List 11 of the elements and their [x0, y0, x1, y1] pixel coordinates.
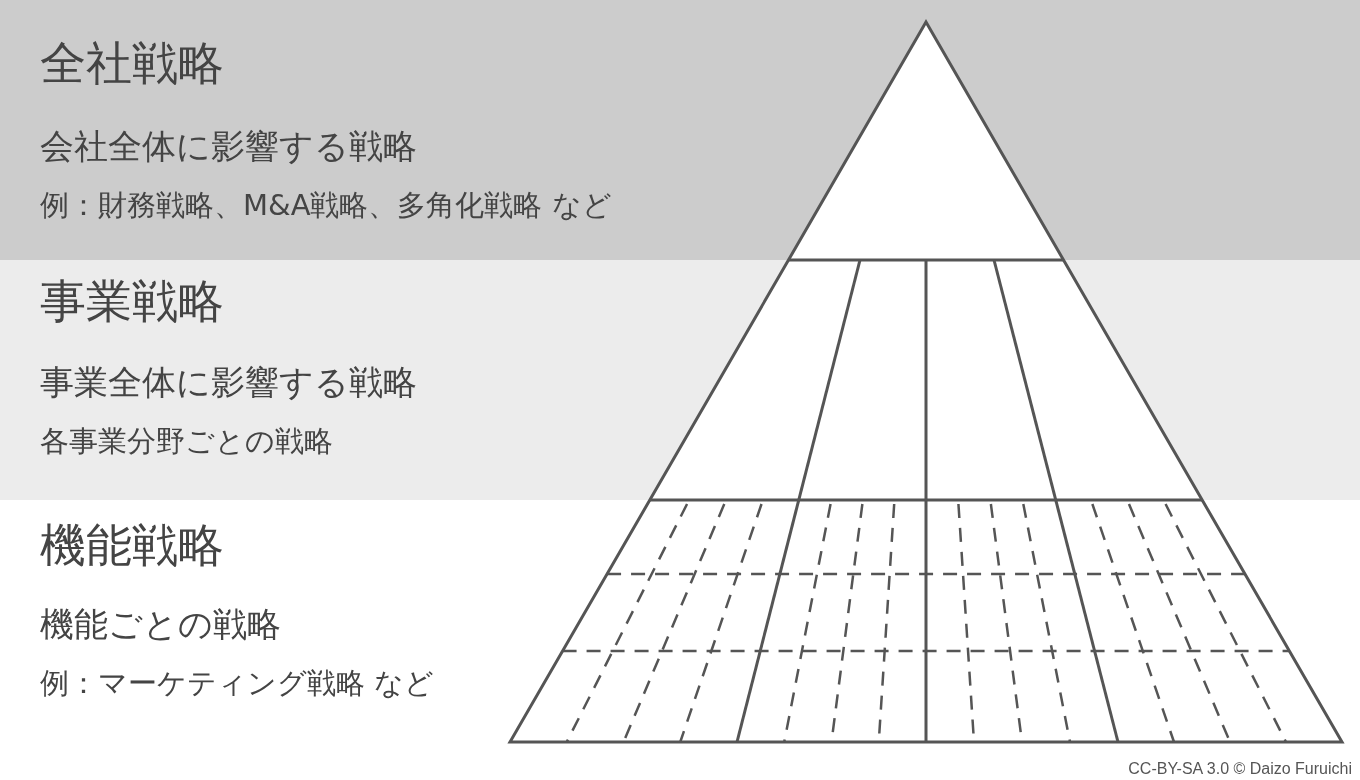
credit-note: CC-BY-SA 3.0 © Daizo Furuichi: [1128, 760, 1352, 778]
band-description: 会社全体に影響する戦略: [40, 128, 417, 166]
band-example: 例：マーケティング戦略 など: [40, 668, 435, 700]
band-heading: 機能戦略: [40, 520, 224, 571]
band-example: 各事業分野ごとの戦略: [40, 426, 333, 458]
band-heading: 全社戦略: [40, 38, 224, 89]
band-description: 事業全体に影響する戦略: [40, 364, 417, 402]
band-example: 例：財務戦略、M&A戦略、多角化戦略 など: [40, 190, 612, 222]
band-description: 機能ごとの戦略: [40, 606, 281, 644]
tier-band: [0, 0, 1360, 260]
band-heading: 事業戦略: [40, 276, 224, 327]
